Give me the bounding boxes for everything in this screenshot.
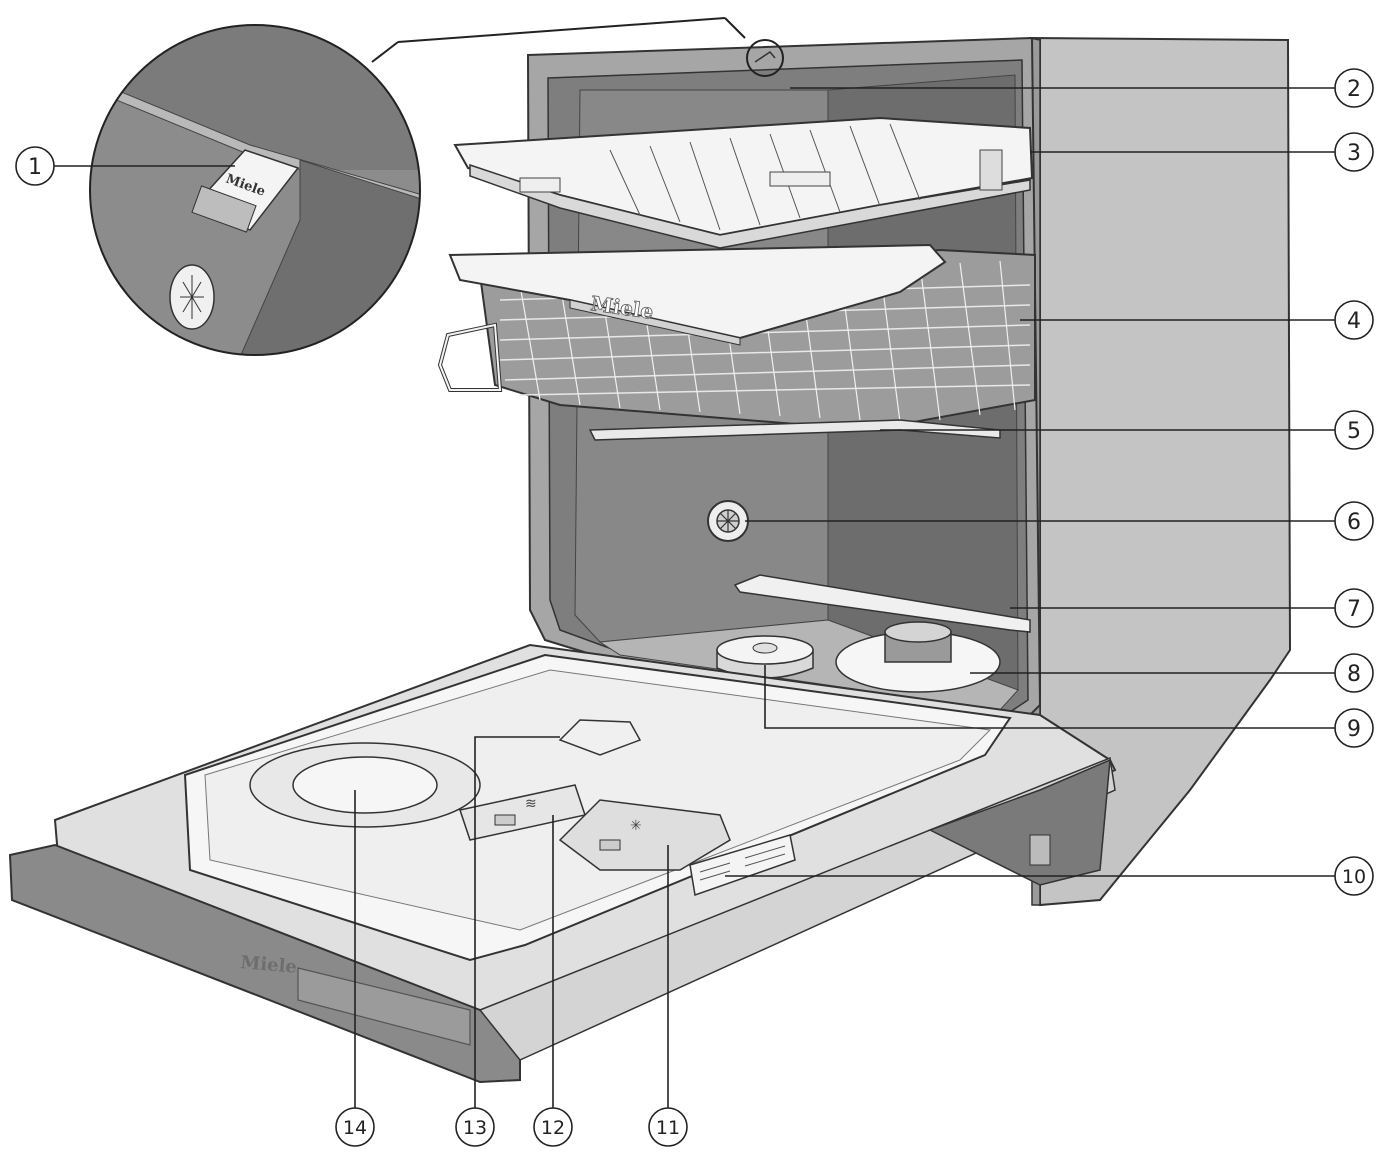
detergent-dispenser: ✳ [558,799,731,871]
callout-9: 9 [1334,708,1374,748]
callout-2: 2 [1334,68,1374,108]
data-plate [689,834,796,897]
callout-11: 11 [648,1107,688,1147]
upper-basket: Miele [437,243,1036,432]
callout-label: 14 [343,1117,367,1139]
dishwasher-door: Miele [8,643,1117,1084]
callout-7: 7 [1334,588,1374,628]
callout-label: 11 [656,1117,680,1139]
callout-label: 6 [1347,510,1361,535]
callout-label: 10 [1342,866,1366,888]
callout-label: 12 [541,1117,565,1139]
callout-5: 5 [1334,410,1374,450]
callout-8: 8 [1334,653,1374,693]
magnified-inset: Miele [89,17,784,356]
callout-12: 12 [533,1107,573,1147]
cutlery-tray [453,116,1034,249]
callout-label: 3 [1347,141,1361,166]
callout-3: 3 [1334,132,1374,172]
upper-spray-arm [588,419,1001,441]
callout-14: 14 [335,1107,375,1147]
callout-13: 13 [455,1107,495,1147]
callout-label: 5 [1347,419,1361,444]
door-brand-label: Miele [240,952,298,978]
callout-label: 4 [1347,309,1361,334]
callout-label: 7 [1347,597,1361,622]
callout-label: 13 [463,1117,487,1139]
door-spray-module [249,742,481,828]
callout-1: 1 [15,146,55,186]
callout-label: 1 [28,155,42,180]
leader-lines [54,87,1335,1108]
water-inlet [707,500,749,542]
filter-combination [835,621,1001,693]
detergent-icon: ✳ [630,818,642,834]
callout-label: 2 [1347,77,1361,102]
rinse-aid-icon: ≋ [525,796,537,812]
callout-10: 10 [1334,856,1374,896]
air-outlet [558,719,642,756]
callout-4: 4 [1334,300,1374,340]
callout-label: 8 [1347,662,1361,687]
callout-label: 9 [1347,717,1361,742]
callout-6: 6 [1334,501,1374,541]
salt-container [716,635,814,679]
lower-spray-arm [733,574,1031,633]
